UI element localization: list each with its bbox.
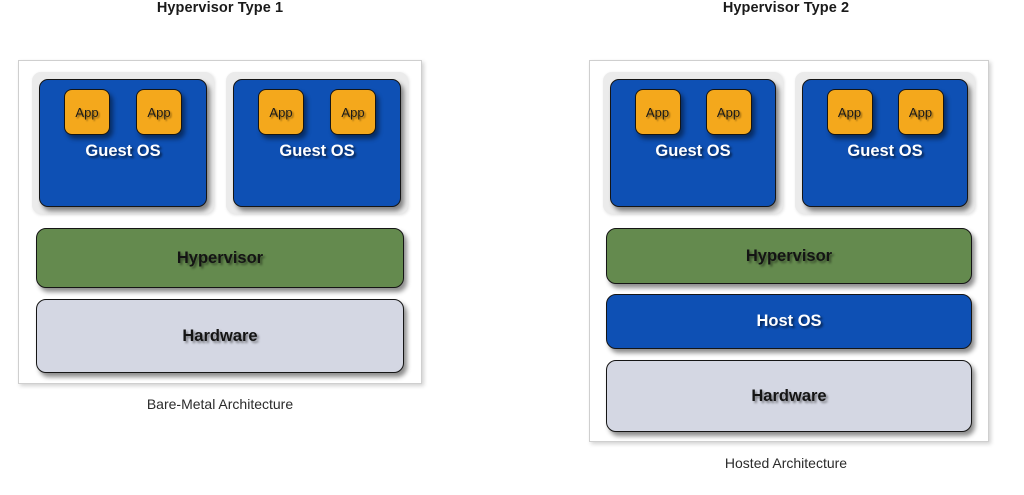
vm-container: App App Guest OS (795, 72, 975, 214)
guest-os-box: App App Guest OS (610, 79, 776, 207)
app-box: App (330, 89, 376, 135)
vm-row-type2: App App Guest OS App App Guest OS (603, 72, 975, 214)
hypervisor-type1-panel: Hypervisor Type 1 App App Guest OS App A… (0, 0, 440, 430)
app-box: App (634, 89, 681, 135)
app-row: App App (234, 80, 400, 135)
panel-title-type2: Hypervisor Type 2 (722, 0, 850, 16)
hypervisor-type2-panel: Hypervisor Type 2 (566, 0, 1006, 490)
guest-os-label: Guest OS (85, 142, 161, 160)
guest-os-box: App App Guest OS (802, 79, 968, 207)
hardware-layer: Hardware (606, 360, 972, 432)
caption-type2: Hosted Architecture (724, 455, 848, 471)
app-box: App (705, 89, 752, 135)
app-box: App (826, 89, 873, 135)
guest-os-box: App App Guest OS (39, 79, 207, 207)
guest-os-label: Guest OS (655, 142, 731, 160)
hardware-layer: Hardware (36, 299, 404, 373)
vm-container: App App Guest OS (603, 72, 783, 214)
guest-os-label: Guest OS (847, 142, 923, 160)
app-box: App (897, 89, 944, 135)
guest-os-label: Guest OS (279, 142, 355, 160)
hypervisor-layer: Hypervisor (36, 228, 404, 288)
caption-type1: Bare-Metal Architecture (146, 396, 294, 412)
app-box: App (64, 89, 110, 135)
app-row: App App (803, 80, 967, 135)
vm-container: App App Guest OS (226, 72, 408, 214)
vm-container: App App Guest OS (32, 72, 214, 214)
hypervisor-layer: Hypervisor (606, 228, 972, 284)
host-os-layer: Host OS (606, 294, 972, 349)
app-row: App App (611, 80, 775, 135)
app-row: App App (40, 80, 206, 135)
panel-title-type1: Hypervisor Type 1 (156, 0, 284, 16)
app-box: App (258, 89, 304, 135)
vm-row-type1: App App Guest OS App App Guest OS (32, 72, 408, 214)
guest-os-box: App App Guest OS (233, 79, 401, 207)
app-box: App (136, 89, 182, 135)
